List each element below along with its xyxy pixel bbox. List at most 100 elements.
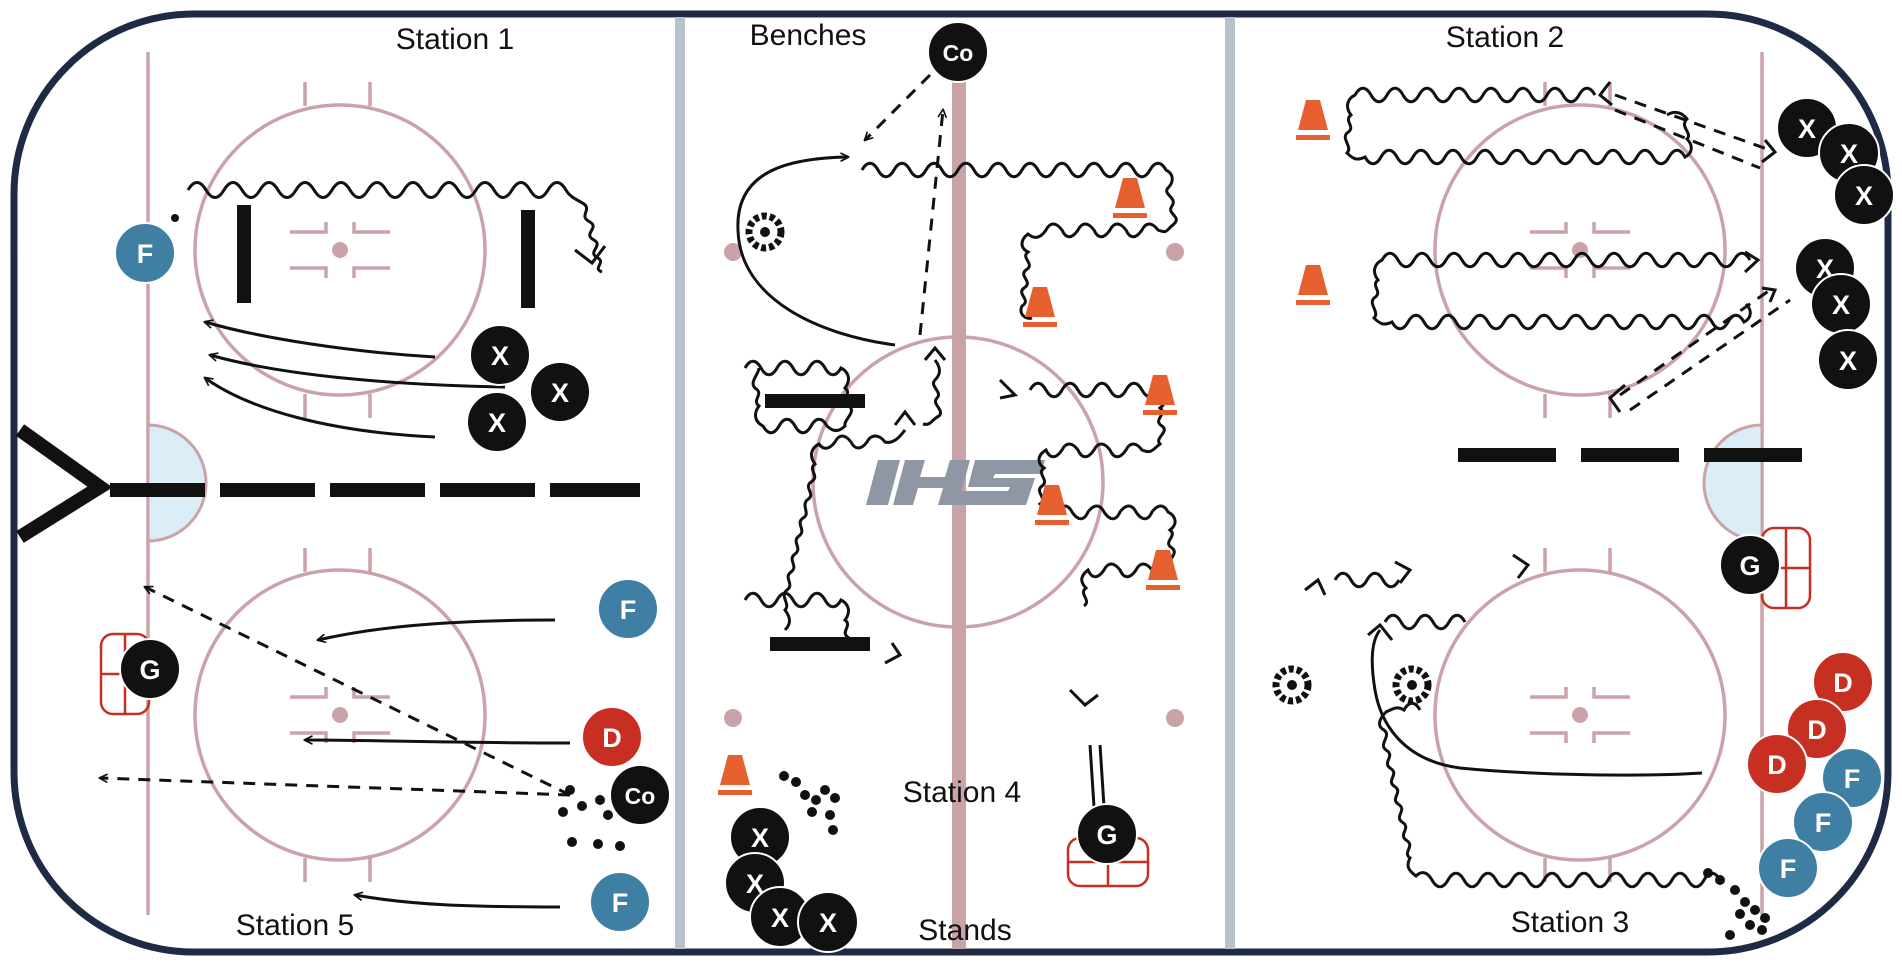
arrowhead — [1304, 577, 1327, 596]
forward-token: F — [1821, 747, 1883, 809]
player-token-label: X — [746, 869, 764, 899]
skate-path — [743, 359, 853, 435]
forward-token-label: F — [1815, 808, 1832, 838]
puck-pile — [779, 771, 840, 835]
cone-icon — [718, 755, 752, 795]
arrowhead — [1068, 688, 1099, 707]
forward-token: F — [1792, 791, 1854, 853]
arrowhead — [1394, 560, 1413, 584]
neutral-dot — [724, 243, 742, 261]
coach-token: Co — [927, 21, 989, 83]
puck — [171, 214, 179, 222]
skate-arrow — [210, 355, 506, 389]
player-token-label: X — [819, 908, 837, 938]
arrowhead — [1597, 81, 1613, 107]
faceoff-circle-top-right — [1433, 82, 1727, 418]
player-token-label: X — [491, 341, 509, 371]
faceoff-circle-bottom-right — [1433, 548, 1727, 882]
skate-path — [1333, 571, 1401, 589]
player-token: X — [1817, 329, 1879, 391]
arrowhead — [1761, 139, 1778, 164]
station-1-label: Station 1 — [396, 23, 514, 56]
cone-icon — [1146, 550, 1180, 590]
skate-path — [782, 359, 942, 632]
player-token-label: X — [551, 378, 569, 408]
faceoff-circle-top-left — [193, 82, 487, 418]
player-token: X — [1833, 164, 1895, 226]
skate-path — [1378, 701, 1722, 889]
arrowhead — [923, 345, 947, 361]
goalie-token: G — [1076, 803, 1138, 865]
arrowhead — [574, 245, 607, 266]
skate-arrow — [305, 740, 571, 743]
tire-obstacle — [745, 212, 785, 252]
right-blue-line — [1225, 17, 1235, 949]
stands-label: Stands — [918, 914, 1011, 947]
forward-token: F — [1757, 837, 1819, 899]
defense-token: D — [581, 706, 643, 768]
cone-icon — [1296, 100, 1330, 140]
player-token-label: X — [1855, 181, 1873, 211]
arrowhead — [1761, 286, 1778, 303]
goalie-token-label: G — [139, 655, 160, 685]
cone-icon — [1113, 178, 1147, 218]
skate-path — [1383, 613, 1467, 631]
cone-icon — [1296, 265, 1330, 305]
station-3-label: Station 3 — [1511, 906, 1629, 939]
goalie-token: G — [119, 638, 181, 700]
player-token-label: X — [1832, 290, 1850, 320]
forward-token: F — [589, 871, 651, 933]
puck-pile — [1703, 868, 1770, 940]
arrowhead — [998, 378, 1019, 400]
player-token-label: X — [488, 408, 506, 438]
pass-line — [100, 778, 571, 797]
pass-line — [865, 73, 932, 140]
skate-arrow — [318, 618, 556, 640]
pass-line — [1614, 93, 1771, 152]
coach-token-label: Co — [625, 783, 656, 809]
defense-token-label: D — [1767, 750, 1787, 780]
barrier — [237, 205, 251, 303]
skate-path — [743, 591, 850, 640]
forward-token-label: F — [1780, 854, 1797, 884]
skate-arrow — [355, 895, 561, 909]
cone-icon — [1023, 287, 1057, 327]
cone-icon — [1035, 485, 1069, 525]
player-token: X — [529, 361, 591, 423]
barrier — [521, 210, 535, 308]
pass-line — [1614, 108, 1761, 170]
arrowhead — [1607, 383, 1626, 413]
barrier — [770, 637, 870, 651]
skate-path — [1370, 251, 1752, 331]
player-token-label: X — [1798, 114, 1816, 144]
player-token: X — [729, 806, 791, 868]
neutral-dot — [1166, 243, 1184, 261]
skate-arrow — [205, 322, 436, 359]
defense-token-label: D — [602, 723, 622, 753]
station-5-label: Station 5 — [236, 909, 354, 942]
barrier — [765, 394, 865, 408]
defense-token: D — [1746, 733, 1808, 795]
defense-token-label: D — [1807, 715, 1827, 745]
center-logo — [866, 460, 1045, 505]
player-token: X — [1810, 273, 1872, 335]
defense-token: D — [1786, 698, 1848, 760]
player-token-label: X — [771, 903, 789, 933]
pass-line — [918, 110, 943, 336]
left-blue-line — [675, 17, 685, 949]
forward-token: F — [597, 578, 659, 640]
skate-arrow — [1370, 629, 1703, 777]
forward-token-label: F — [612, 888, 629, 918]
arrowhead — [893, 409, 917, 426]
coach-token: Co — [609, 764, 671, 826]
tire-obstacle — [1272, 665, 1312, 705]
neutral-dot — [1166, 709, 1184, 727]
station-2-label: Station 2 — [1446, 21, 1564, 54]
tire-obstacle — [1392, 665, 1432, 705]
player-token-label: X — [751, 823, 769, 853]
pass-line — [1629, 298, 1791, 412]
arrowhead — [1512, 553, 1531, 579]
skate-path — [860, 161, 1178, 320]
direction-chevron — [15, 424, 113, 543]
